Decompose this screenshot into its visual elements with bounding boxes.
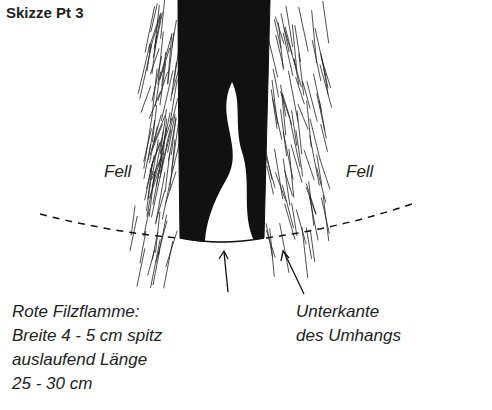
fur-stroke xyxy=(320,65,332,108)
fur-stroke xyxy=(149,91,160,118)
fur-stroke xyxy=(156,172,165,224)
fur-stroke xyxy=(266,157,275,188)
black-cape-band xyxy=(178,0,270,242)
fur-stroke xyxy=(320,159,330,189)
fur-stroke xyxy=(159,112,170,166)
fur-stroke xyxy=(283,33,293,76)
fur-stroke xyxy=(312,10,317,63)
fur-stroke xyxy=(156,190,165,222)
flame-note: Rote Filzflamme: Breite 4 - 5 cm spitz a… xyxy=(12,300,170,396)
dashed-contour xyxy=(266,204,412,238)
fur-stroke xyxy=(144,209,150,237)
fur-stroke xyxy=(310,119,320,160)
fur-stroke xyxy=(289,149,294,198)
fur-stroke xyxy=(283,158,290,205)
fur-stroke xyxy=(273,69,278,97)
fur-stroke xyxy=(152,105,156,142)
fur-stroke xyxy=(151,3,158,32)
fur-stroke xyxy=(160,35,172,78)
fur-stroke xyxy=(317,93,327,138)
fur-stroke xyxy=(148,120,154,159)
fur-stroke xyxy=(306,183,316,214)
fur-stroke xyxy=(145,155,155,200)
leader-line xyxy=(281,251,304,294)
leader-line xyxy=(219,251,228,292)
fur-stroke xyxy=(275,17,284,45)
fur-stroke xyxy=(155,72,160,107)
fur-stroke xyxy=(151,239,161,288)
fur-label: Fell xyxy=(346,160,373,184)
fur-stroke xyxy=(317,155,322,186)
fur-stroke xyxy=(286,6,293,47)
fur-stroke xyxy=(292,203,297,236)
fur-stroke xyxy=(275,172,286,201)
fur-stroke xyxy=(302,227,308,278)
edge-note: Unterkante des Umhangs xyxy=(296,300,408,348)
fur-stroke xyxy=(273,98,282,139)
fur-stroke xyxy=(156,221,167,263)
fur-stroke xyxy=(288,71,298,121)
fur-stroke xyxy=(169,142,180,186)
fur-stroke xyxy=(282,94,286,136)
fur-stroke xyxy=(162,186,169,219)
fur-stroke xyxy=(172,20,177,47)
fur-stroke xyxy=(165,152,170,192)
fur-stroke xyxy=(150,48,159,74)
fur-stroke xyxy=(309,181,314,225)
fur-stroke xyxy=(156,212,160,253)
sketch-title: Skizze Pt 3 xyxy=(6,4,84,21)
fur-stroke xyxy=(283,132,293,180)
fur-stroke xyxy=(166,231,178,267)
flame-shape xyxy=(205,82,254,243)
fur-stroke xyxy=(171,117,176,155)
fur-stroke xyxy=(299,7,309,52)
fur-stroke xyxy=(161,0,165,39)
fur-hatching xyxy=(130,0,332,288)
cape-lower-edge xyxy=(180,238,264,242)
fur-stroke xyxy=(296,77,305,104)
fur-stroke xyxy=(307,81,318,122)
fur-stroke xyxy=(137,248,145,286)
fur-stroke xyxy=(310,230,314,262)
fur-stroke xyxy=(149,171,154,216)
dashed-contour xyxy=(40,214,178,238)
fur-stroke xyxy=(160,63,166,105)
fur-stroke xyxy=(297,111,302,155)
fur-stroke xyxy=(141,86,151,113)
fur-stroke xyxy=(138,43,150,93)
fur-stroke xyxy=(304,150,314,180)
fur-stroke xyxy=(149,13,161,48)
fur-stroke xyxy=(278,23,283,70)
fur-stroke xyxy=(323,1,329,43)
fur-label: Fell xyxy=(104,160,131,184)
fur-stroke xyxy=(319,101,324,131)
fur-stroke xyxy=(270,229,275,277)
fur-stroke xyxy=(296,209,306,244)
fur-stroke xyxy=(140,231,146,263)
fur-stroke xyxy=(298,104,308,129)
fur-stroke xyxy=(290,120,300,167)
fur-stroke xyxy=(280,223,289,273)
fur-stroke xyxy=(156,159,161,187)
fur-stroke xyxy=(266,230,275,258)
